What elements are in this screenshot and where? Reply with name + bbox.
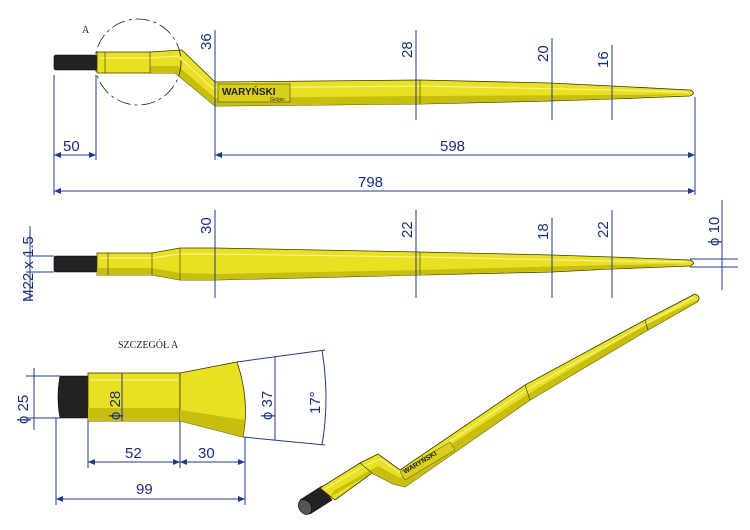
iso-tine-shade — [330, 300, 697, 497]
top-tine-shade — [150, 66, 690, 106]
detail-dim-dia37: ϕ 37 — [259, 391, 276, 420]
side-thread-end — [53, 255, 98, 273]
top-dim-28: 28 — [399, 41, 416, 58]
brand-plate — [217, 83, 291, 103]
side-dim-30: 30 — [198, 217, 215, 234]
side-dim-tip: ϕ 10 — [706, 217, 723, 246]
top-dim-598: 598 — [440, 138, 465, 155]
detail-dim-dia25: ϕ 25 — [15, 395, 32, 424]
isometric-view: WARYŃSKI — [298, 293, 700, 515]
detail-dim-angle: 17° — [307, 391, 324, 414]
top-dim-20: 20 — [535, 45, 552, 62]
detail-thread — [57, 375, 89, 419]
top-dim-50: 50 — [63, 138, 80, 155]
side-dim-22b: 22 — [595, 221, 612, 238]
side-dim-18: 18 — [535, 223, 552, 240]
detail-callout-letter: A — [82, 25, 90, 36]
side-dim-22a: 22 — [399, 221, 416, 238]
side-dim-thread: M22 x 1.5 — [20, 236, 37, 302]
detail-callout-circle — [94, 18, 182, 106]
detail-title: SZCZEGÓŁ A — [118, 339, 179, 351]
detail-dim-dia28: ϕ 28 — [107, 391, 124, 420]
iso-brand-plate — [399, 441, 456, 481]
detail-dim-52: 52 — [125, 445, 142, 462]
side-tine-shade — [97, 264, 690, 280]
top-dim-16: 16 — [595, 51, 612, 68]
brand-name: WARYŃSKI — [222, 85, 276, 98]
side-view: 30 22 18 22 M22 x 1.5 ϕ 10 — [20, 200, 738, 302]
detail-a: SZCZEGÓŁ A ϕ 25 ϕ 28 ϕ 37 17° 52 — [15, 339, 327, 505]
top-dim-36: 36 — [198, 33, 215, 50]
top-dim-798: 798 — [358, 174, 383, 191]
brand-sub: Grójec — [270, 97, 285, 103]
detail-dim-99: 99 — [136, 481, 153, 498]
top-thread-end — [53, 54, 98, 71]
top-view: WARYŃSKI Grójec A 36 28 20 16 50 598 798 — [53, 18, 696, 195]
detail-dim-30: 30 — [198, 445, 215, 462]
